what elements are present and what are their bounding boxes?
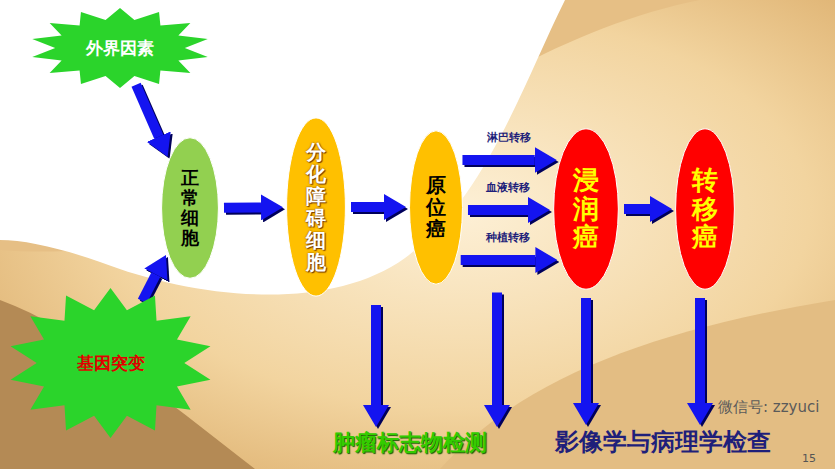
- flow-arrow: [581, 298, 591, 403]
- node-text: 影像学与病理学检查: [555, 428, 771, 457]
- stage-ellipse: 正常细胞: [161, 137, 219, 279]
- node-text: 浸润癌: [573, 166, 599, 252]
- node-text: 正常细胞: [181, 168, 199, 247]
- stage-ellipse: 原位癌: [409, 130, 463, 285]
- flow-arrow: [462, 155, 534, 165]
- test-heading: 肿瘤标志物检测: [330, 428, 490, 458]
- flow-arrow: [371, 305, 381, 405]
- flow-arrow: [492, 293, 502, 406]
- stage-ellipse: 浸润癌: [553, 128, 619, 290]
- node-text: 转移癌: [692, 166, 718, 252]
- node-text: 外界因素: [86, 38, 154, 58]
- page-number: 15: [802, 452, 816, 465]
- node-text: 原位癌: [426, 174, 446, 240]
- edge-label: 血液转移: [486, 180, 530, 195]
- watermark: 微信号: zzyuci: [718, 398, 819, 417]
- node-text: 分化障碍细胞: [306, 141, 326, 273]
- test-heading: 影像学与病理学检查: [552, 426, 774, 459]
- starburst: 外界因素: [30, 8, 210, 88]
- white-ground: [0, 0, 565, 295]
- stage-ellipse: 转移癌: [675, 128, 735, 290]
- node-text: 肿瘤标志物检测: [333, 430, 487, 456]
- flow-arrow: [461, 255, 536, 265]
- stage-ellipse: 分化障碍细胞: [286, 117, 346, 297]
- flow-arrow: [351, 202, 384, 212]
- edge-label: 种植转移: [486, 230, 530, 245]
- node-text: 基因突变: [77, 353, 145, 373]
- starburst: 基因突变: [8, 288, 213, 438]
- flow-arrow: [224, 202, 261, 212]
- flow-arrow: [136, 85, 159, 137]
- flow-arrow: [624, 204, 650, 214]
- edge-label: 淋巴转移: [487, 130, 531, 145]
- flow-arrow: [468, 205, 528, 215]
- flow-arrow: [695, 298, 705, 403]
